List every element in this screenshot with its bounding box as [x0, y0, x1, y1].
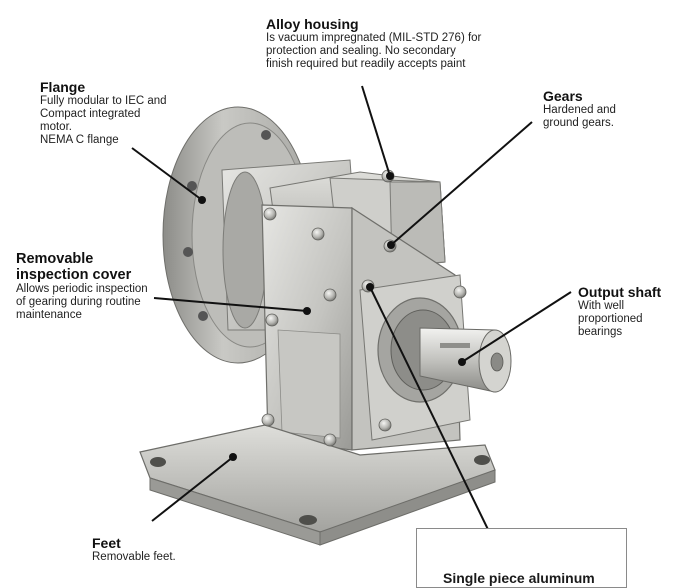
callout-title: Alloy housing	[266, 16, 359, 32]
leader-alloy-housing	[361, 85, 391, 177]
flange-bolt-hole	[183, 247, 193, 257]
callout-title: Feet	[92, 535, 121, 551]
callout-title: Output shaft	[578, 284, 662, 300]
callout-inspection-cover: Removable inspection cover Allows period…	[16, 251, 181, 322]
callout-alloy-housing: Alloy housing Is vacuum impregnated (MIL…	[266, 16, 516, 71]
callout-description: Is vacuum impregnated (MIL-STD 276) for …	[266, 32, 482, 70]
leader-dot	[458, 358, 466, 366]
callout-description: Allows periodic inspection of gearing du…	[16, 283, 148, 321]
bolt	[311, 227, 325, 241]
flange-bolt-hole	[187, 181, 197, 191]
leader-feet	[151, 456, 234, 522]
leader-dot	[303, 307, 311, 315]
callout-title: Gears	[543, 88, 583, 104]
callout-description: Hardened and ground gears.	[543, 104, 616, 129]
callout-feet: Feet Removable feet.	[92, 535, 242, 564]
leader-gears	[390, 121, 533, 246]
callout-flange: Flange Fully modular to IEC and Compact …	[40, 79, 190, 147]
leader-dot	[198, 196, 206, 204]
bolt	[261, 413, 275, 427]
callout-description: Fully modular to IEC and Compact integra…	[40, 95, 167, 146]
callout-title-line2: inspection cover	[16, 267, 132, 283]
leader-inspection-cover	[153, 297, 308, 312]
callout-description: With well proportioned bearings	[578, 300, 643, 338]
callout-title: Single piece aluminum	[443, 570, 595, 586]
bolt	[263, 207, 277, 221]
bolt	[323, 288, 337, 302]
feet-part	[139, 424, 496, 546]
leader-lines	[131, 85, 572, 551]
leader-endpoints	[198, 172, 466, 461]
callout-aluminum-box: Single piece aluminum	[416, 528, 627, 588]
callout-description: Removable feet.	[92, 551, 176, 563]
bolt	[265, 313, 279, 327]
flange-bolt-hole	[261, 130, 271, 140]
leader-flange	[131, 147, 203, 201]
bolt	[453, 285, 467, 299]
bolt	[378, 418, 392, 432]
leader-aluminum	[369, 286, 499, 551]
leader-dot	[387, 241, 395, 249]
callout-title-line1: Removable	[16, 251, 94, 267]
leader-dot	[386, 172, 394, 180]
leader-dot	[229, 453, 237, 461]
bolt	[323, 433, 337, 447]
callout-output-shaft: Output shaft With well proportioned bear…	[578, 284, 693, 339]
callout-title: Flange	[40, 79, 86, 95]
flange-bolt-hole	[198, 311, 208, 321]
callout-gears: Gears Hardened and ground gears.	[543, 88, 663, 130]
leader-output-shaft	[461, 291, 572, 363]
leader-dot	[366, 283, 374, 291]
